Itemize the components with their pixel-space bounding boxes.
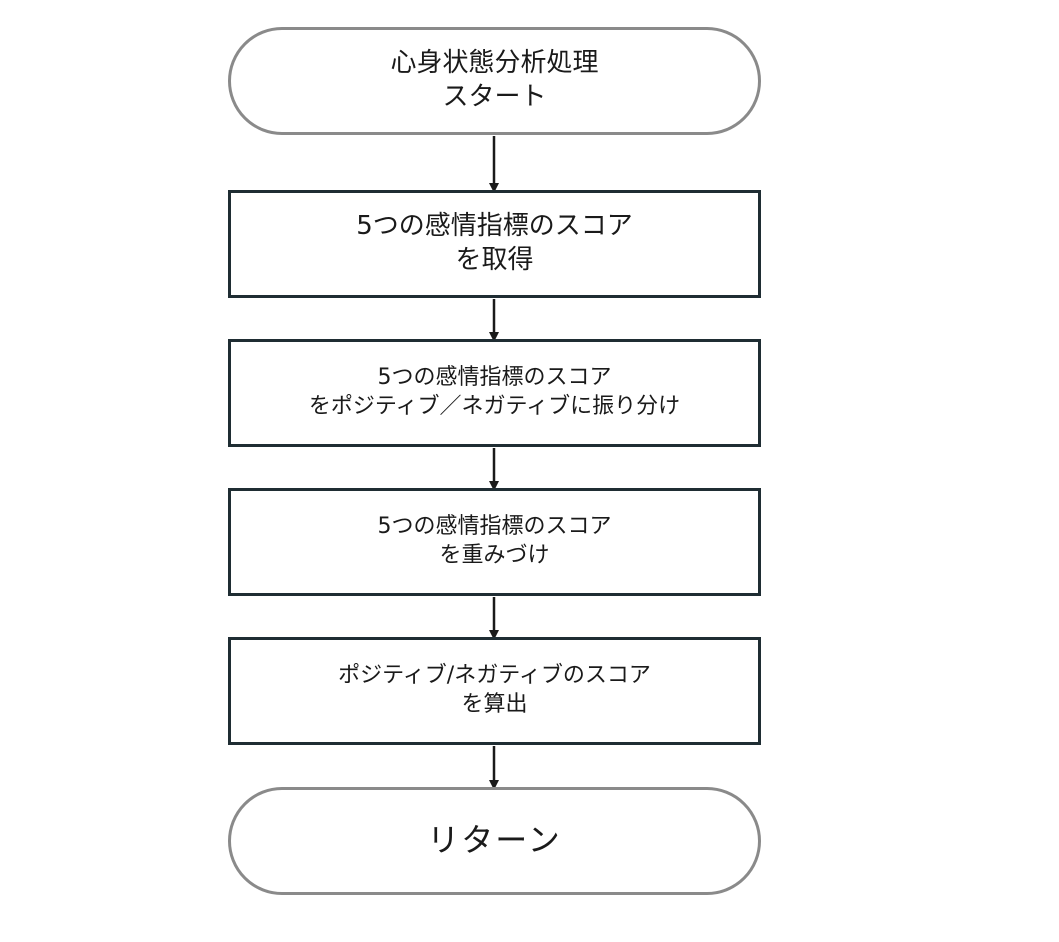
step2-label-line1: 5つの感情指標のスコア — [377, 365, 612, 391]
step4-label-line1: ポジティブ/ネガティブのスコア — [338, 663, 651, 689]
step3-label-line2: を重みづけ — [439, 543, 550, 568]
step2-label-line2: をポジティブ／ネガティブに振り分け — [308, 394, 681, 419]
process-step-get-scores: 5つの感情指標のスコア を取得 — [228, 190, 761, 298]
process-step-classify-scores: 5つの感情指標のスコア をポジティブ／ネガティブに振り分け — [228, 339, 761, 447]
step3-label-line1: 5つの感情指標のスコア — [377, 514, 612, 540]
return-label: リターン — [427, 821, 562, 860]
start-label-line2: スタート — [442, 82, 547, 112]
process-step-calculate-scores: ポジティブ/ネガティブのスコア を算出 — [228, 637, 761, 745]
step1-label-line1: 5つの感情指標のスコア — [356, 211, 633, 242]
step4-label-line2: を算出 — [461, 692, 528, 717]
step1-label-line2: を取得 — [455, 245, 534, 275]
start-terminal: 心身状態分析処理 スタート — [228, 27, 761, 135]
return-terminal: リターン — [228, 787, 761, 895]
start-label-line1: 心身状態分析処理 — [390, 48, 599, 79]
process-step-weight-scores: 5つの感情指標のスコア を重みづけ — [228, 488, 761, 596]
